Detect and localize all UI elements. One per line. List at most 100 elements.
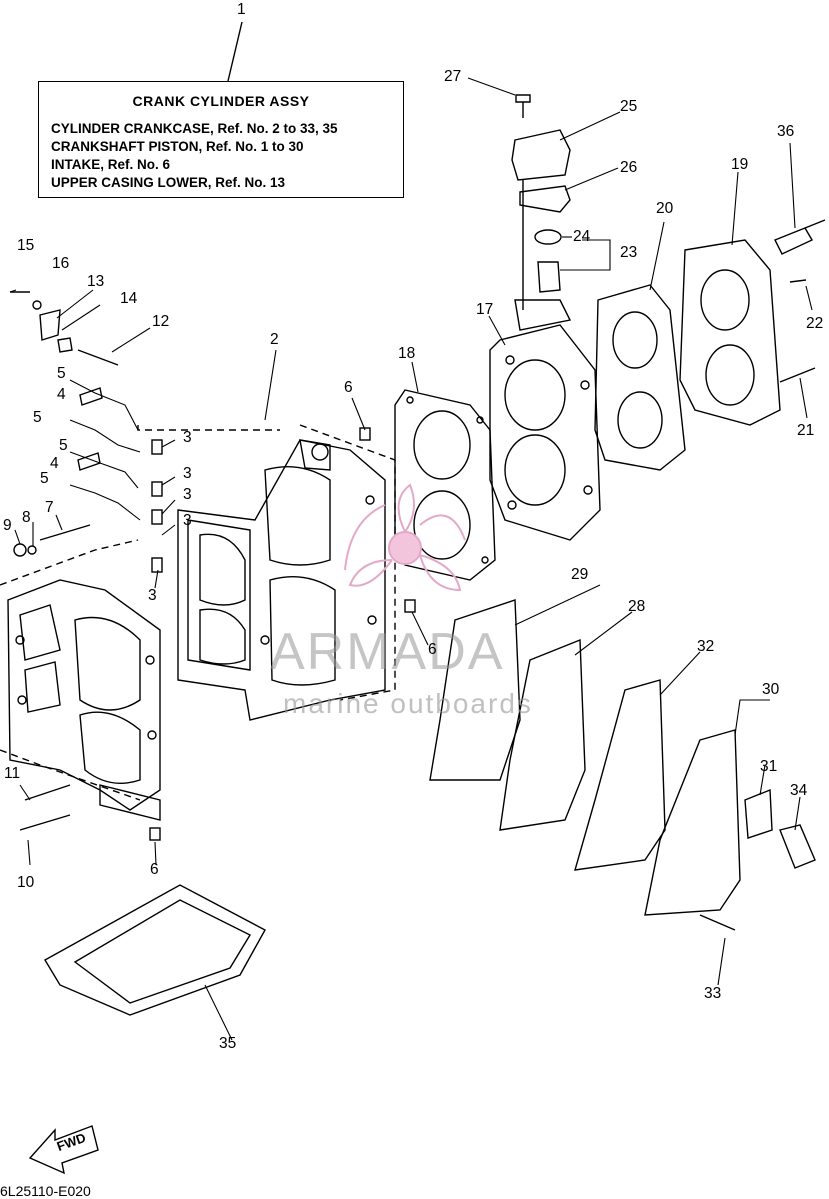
callout-2: 2	[270, 331, 279, 348]
callout-3: 3	[148, 587, 157, 604]
dashed-outline-bottom	[0, 749, 141, 801]
callout-11: 11	[4, 765, 21, 782]
callout-12: 12	[152, 313, 170, 330]
callout-5: 5	[57, 365, 66, 382]
callout-10: 10	[17, 874, 35, 891]
plug-3b	[151, 481, 163, 497]
plug-3a	[151, 439, 163, 455]
callout-27: 27	[444, 68, 462, 85]
callout-35: 35	[219, 1035, 237, 1052]
callout-4: 4	[57, 386, 66, 403]
bushing-14	[57, 337, 73, 353]
fwd-arrow-icon	[28, 1125, 99, 1175]
grommet-34	[779, 824, 816, 869]
gasket-29	[429, 599, 521, 781]
callout-4: 4	[50, 455, 59, 472]
bearing-4a	[79, 387, 103, 406]
assembly-title: CRANK CYLINDER ASSY	[132, 93, 310, 109]
assembly-line-3: INTAKE, Ref. No. 6	[51, 157, 171, 172]
leader-1	[227, 21, 243, 82]
watermark-brand: ARMADA	[270, 623, 505, 681]
gasket-28	[499, 638, 586, 831]
bolt-12	[77, 349, 119, 366]
callout-16: 16	[52, 255, 70, 272]
callout-8: 8	[22, 509, 31, 526]
callout-14: 14	[120, 290, 138, 307]
plug-3d	[151, 557, 163, 573]
gasket-35	[44, 884, 266, 1016]
callout-17: 17	[476, 301, 494, 318]
cylinder-block	[177, 439, 386, 721]
dowel-6c	[149, 827, 161, 841]
stud-7	[39, 524, 91, 541]
callout-29: 29	[571, 566, 589, 583]
bolt-27	[515, 94, 531, 118]
callout-20: 20	[656, 200, 674, 217]
callout-1: 1	[237, 1, 246, 18]
dowel-6a	[359, 427, 371, 441]
assembly-line-2: CRANKSHAFT PISTON, Ref. No. 1 to 30	[51, 139, 304, 154]
callout-13: 13	[87, 273, 105, 290]
gasket-35-inner	[73, 899, 251, 1004]
bolt-33	[699, 914, 736, 931]
bolt-21	[779, 367, 816, 383]
bolt-11	[24, 784, 71, 801]
callout-3: 3	[183, 486, 192, 503]
callout-23: 23	[620, 244, 638, 261]
callout-33: 33	[704, 985, 722, 1002]
callout-5: 5	[40, 470, 49, 487]
callout-6: 6	[344, 379, 353, 396]
watermark-tagline: marine outboards	[283, 688, 533, 719]
head-cover-gasket-20	[594, 284, 686, 471]
cylinder-head-17	[489, 299, 601, 541]
head-gasket-18	[394, 389, 496, 581]
assembly-line-4: UPPER CASING LOWER, Ref. No. 13	[51, 175, 286, 190]
callout-15: 15	[17, 237, 35, 254]
dowel-6b	[404, 599, 416, 613]
callout-5: 5	[59, 437, 68, 454]
nut-9	[13, 543, 27, 557]
dashed-outline-top	[137, 425, 280, 431]
sensor-36	[774, 219, 826, 255]
diagram-code: 6L25110-E020	[0, 1183, 91, 1199]
thermostat-cover-25	[511, 129, 571, 181]
anode-31	[744, 788, 773, 839]
dashed-outline-left	[0, 539, 139, 586]
callout-31: 31	[760, 758, 778, 775]
callout-3: 3	[183, 429, 192, 446]
gasket-32	[574, 679, 666, 871]
assembly-title-box: CRANK CYLINDER ASSY CYLINDER CRANKCASE, …	[38, 81, 404, 198]
thermostat-gasket-26	[519, 185, 571, 213]
callout-24: 24	[573, 228, 591, 245]
dashed-outline-right	[299, 424, 396, 701]
bolt-22	[789, 279, 807, 283]
callout-9: 9	[3, 517, 12, 534]
callout-28: 28	[628, 598, 646, 615]
callout-36: 36	[777, 123, 795, 140]
callout-19: 19	[731, 156, 749, 173]
callout-7: 7	[45, 499, 54, 516]
exhaust-cover-30	[644, 729, 741, 916]
callout-18: 18	[398, 345, 416, 362]
callout-22: 22	[806, 315, 824, 332]
callout-6: 6	[428, 641, 437, 658]
watermark-logo-icon	[344, 483, 466, 592]
callout-3: 3	[183, 512, 192, 529]
bracket-13	[39, 309, 61, 341]
washer-8	[27, 545, 37, 555]
callout-32: 32	[697, 638, 715, 655]
thermostat-seal-24	[534, 229, 562, 245]
callout-3: 3	[183, 465, 192, 482]
callout-26: 26	[620, 159, 638, 176]
callout-6: 6	[150, 861, 159, 878]
bolt-10	[19, 814, 71, 831]
callout-21: 21	[797, 422, 815, 439]
assembly-line-1: CYLINDER CRANKCASE, Ref. No. 2 to 33, 35	[51, 121, 338, 136]
plug-3c	[151, 509, 163, 525]
leader-lines	[9, 77, 813, 1041]
washer-16	[32, 300, 42, 310]
fwd-label: FWD	[55, 1130, 88, 1154]
head-cover-19	[679, 239, 781, 426]
callout-30: 30	[762, 681, 780, 698]
